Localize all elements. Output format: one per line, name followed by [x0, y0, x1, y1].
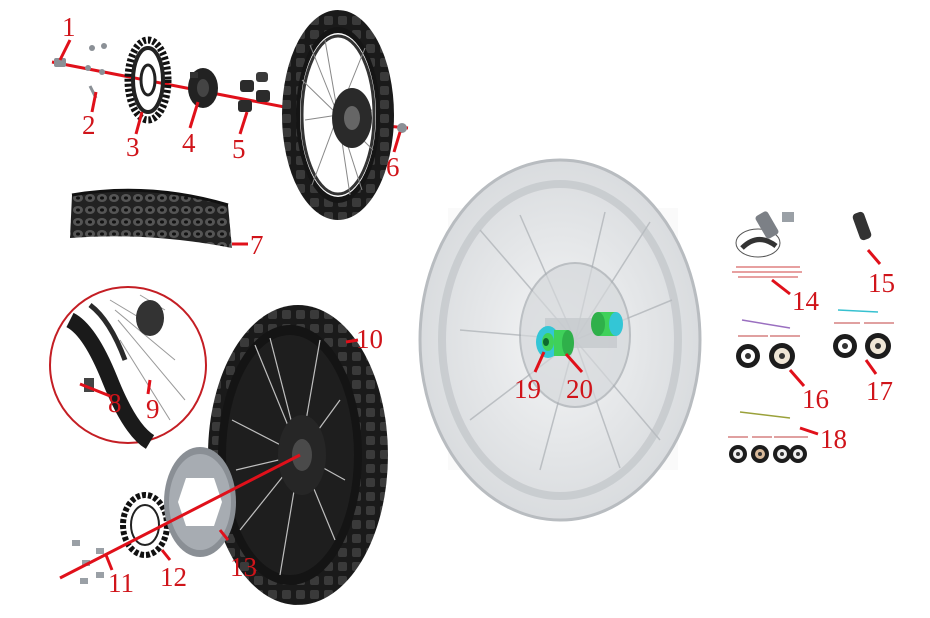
hub-xray-view — [418, 158, 702, 522]
tire-valve-part-14 — [732, 211, 802, 296]
bearing-set-part-18 — [728, 411, 819, 463]
spacer-part-20 — [554, 330, 574, 356]
callout-7: 7 — [250, 230, 264, 260]
callout-19: 19 — [514, 374, 541, 404]
axis-leader-top — [51, 60, 301, 112]
callout-9: 9 — [146, 394, 160, 424]
axle-nut-part-1 — [54, 43, 107, 75]
callout-16: 16 — [802, 384, 829, 414]
bearing-right — [591, 312, 623, 336]
callout-1: 1 — [62, 12, 76, 42]
callout-18: 18 — [820, 424, 847, 454]
callout-17: 17 — [866, 376, 893, 406]
cush-drive-part-5 — [238, 72, 270, 112]
accessories-panel — [728, 211, 894, 463]
callout-14: 14 — [792, 286, 820, 316]
callout-13: 13 — [230, 552, 257, 582]
bearing-set-part-16 — [736, 319, 806, 387]
drive-chain-part-7 — [70, 188, 232, 248]
callout-3: 3 — [126, 132, 140, 162]
callout-20: 20 — [566, 374, 593, 404]
axis-leader-bottom — [59, 453, 301, 580]
callout-6: 6 — [386, 152, 400, 182]
disc-adapter-part-12 — [120, 492, 170, 558]
callout-12: 12 — [160, 562, 187, 592]
callout-2: 2 — [82, 110, 96, 140]
valve-inset-detail — [49, 286, 207, 449]
callout-labels: 1 2 3 4 5 6 7 8 9 10 11 12 13 14 15 16 1… — [62, 12, 895, 598]
sprocket-carrier-part-4 — [188, 68, 218, 108]
brake-disc-part-13 — [164, 447, 236, 557]
top-leaders — [58, 39, 402, 246]
axle-part-6 — [397, 123, 407, 133]
rear-wheel-top — [282, 10, 394, 220]
callout-15: 15 — [868, 268, 895, 298]
callout-5: 5 — [232, 134, 246, 164]
callout-11: 11 — [108, 568, 134, 598]
bearing-set-part-17 — [833, 309, 894, 375]
bottom-leaders — [79, 338, 359, 571]
callout-8: 8 — [108, 388, 122, 418]
top-explode-group — [51, 10, 409, 248]
sprocket-part-3 — [124, 36, 172, 124]
callout-4: 4 — [182, 128, 196, 158]
callout-10: 10 — [356, 324, 383, 354]
bottom-explode-group — [49, 286, 388, 605]
valve-stem-part-15 — [852, 211, 882, 265]
